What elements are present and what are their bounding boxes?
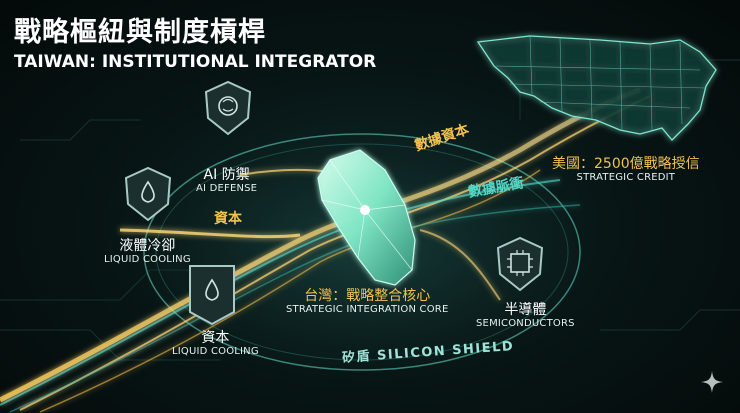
us-credit-zh: 美國：2500億戰略授信: [552, 156, 700, 172]
flow-capital-left: 資本: [214, 211, 242, 227]
semiconductors-label: 半導體 SEMICONDUCTORS: [476, 302, 575, 330]
title-zh: 戰略樞紐與制度槓桿: [14, 17, 266, 48]
liquid-cooling-bottom-en: LIQUID COOLING: [172, 346, 259, 358]
core-zh: 台灣：戰略整合核心: [304, 288, 431, 304]
core-label: 台灣：戰略整合核心 STRATEGIC INTEGRATION CORE: [286, 288, 448, 316]
ai-defense-zh: AI 防禦: [203, 167, 250, 183]
sparkle-icon: [701, 371, 723, 393]
us-credit-label: 美國：2500億戰略授信 STRATEGIC CREDIT: [552, 156, 700, 184]
ai-defense-en: AI DEFENSE: [196, 183, 258, 195]
taiwan-crystal-core: [317, 149, 416, 286]
semiconductors-zh: 半導體: [504, 302, 547, 318]
liquid-cooling-top-zh: 液體冷卻: [119, 238, 176, 254]
liquid-cooling-bottom-zh: 資本: [201, 330, 230, 346]
core-en: STRATEGIC INTEGRATION CORE: [286, 304, 449, 316]
droplet-shield-icon: [124, 166, 172, 222]
liquid-cooling-top-label: 液體冷卻 LIQUID COOLING: [104, 238, 191, 266]
us-map: [476, 35, 717, 141]
semiconductors-en: SEMICONDUCTORS: [476, 318, 575, 330]
liquid-cooling-top-en: LIQUID COOLING: [104, 254, 191, 266]
liquid-cooling-bottom-label: 資本 LIQUID COOLING: [172, 330, 259, 358]
us-credit-en: STRATEGIC CREDIT: [576, 172, 676, 184]
silicon-shield-ring-inner: [155, 143, 569, 361]
chip-shield-icon: [496, 236, 544, 292]
ai-defense-label: AI 防禦 AI DEFENSE: [196, 167, 257, 195]
droplet-tablet-icon: [189, 265, 235, 326]
brain-shield-icon: [204, 80, 252, 136]
title-en: TAIWAN: INSTITUTIONAL INTEGRATOR: [14, 52, 377, 72]
